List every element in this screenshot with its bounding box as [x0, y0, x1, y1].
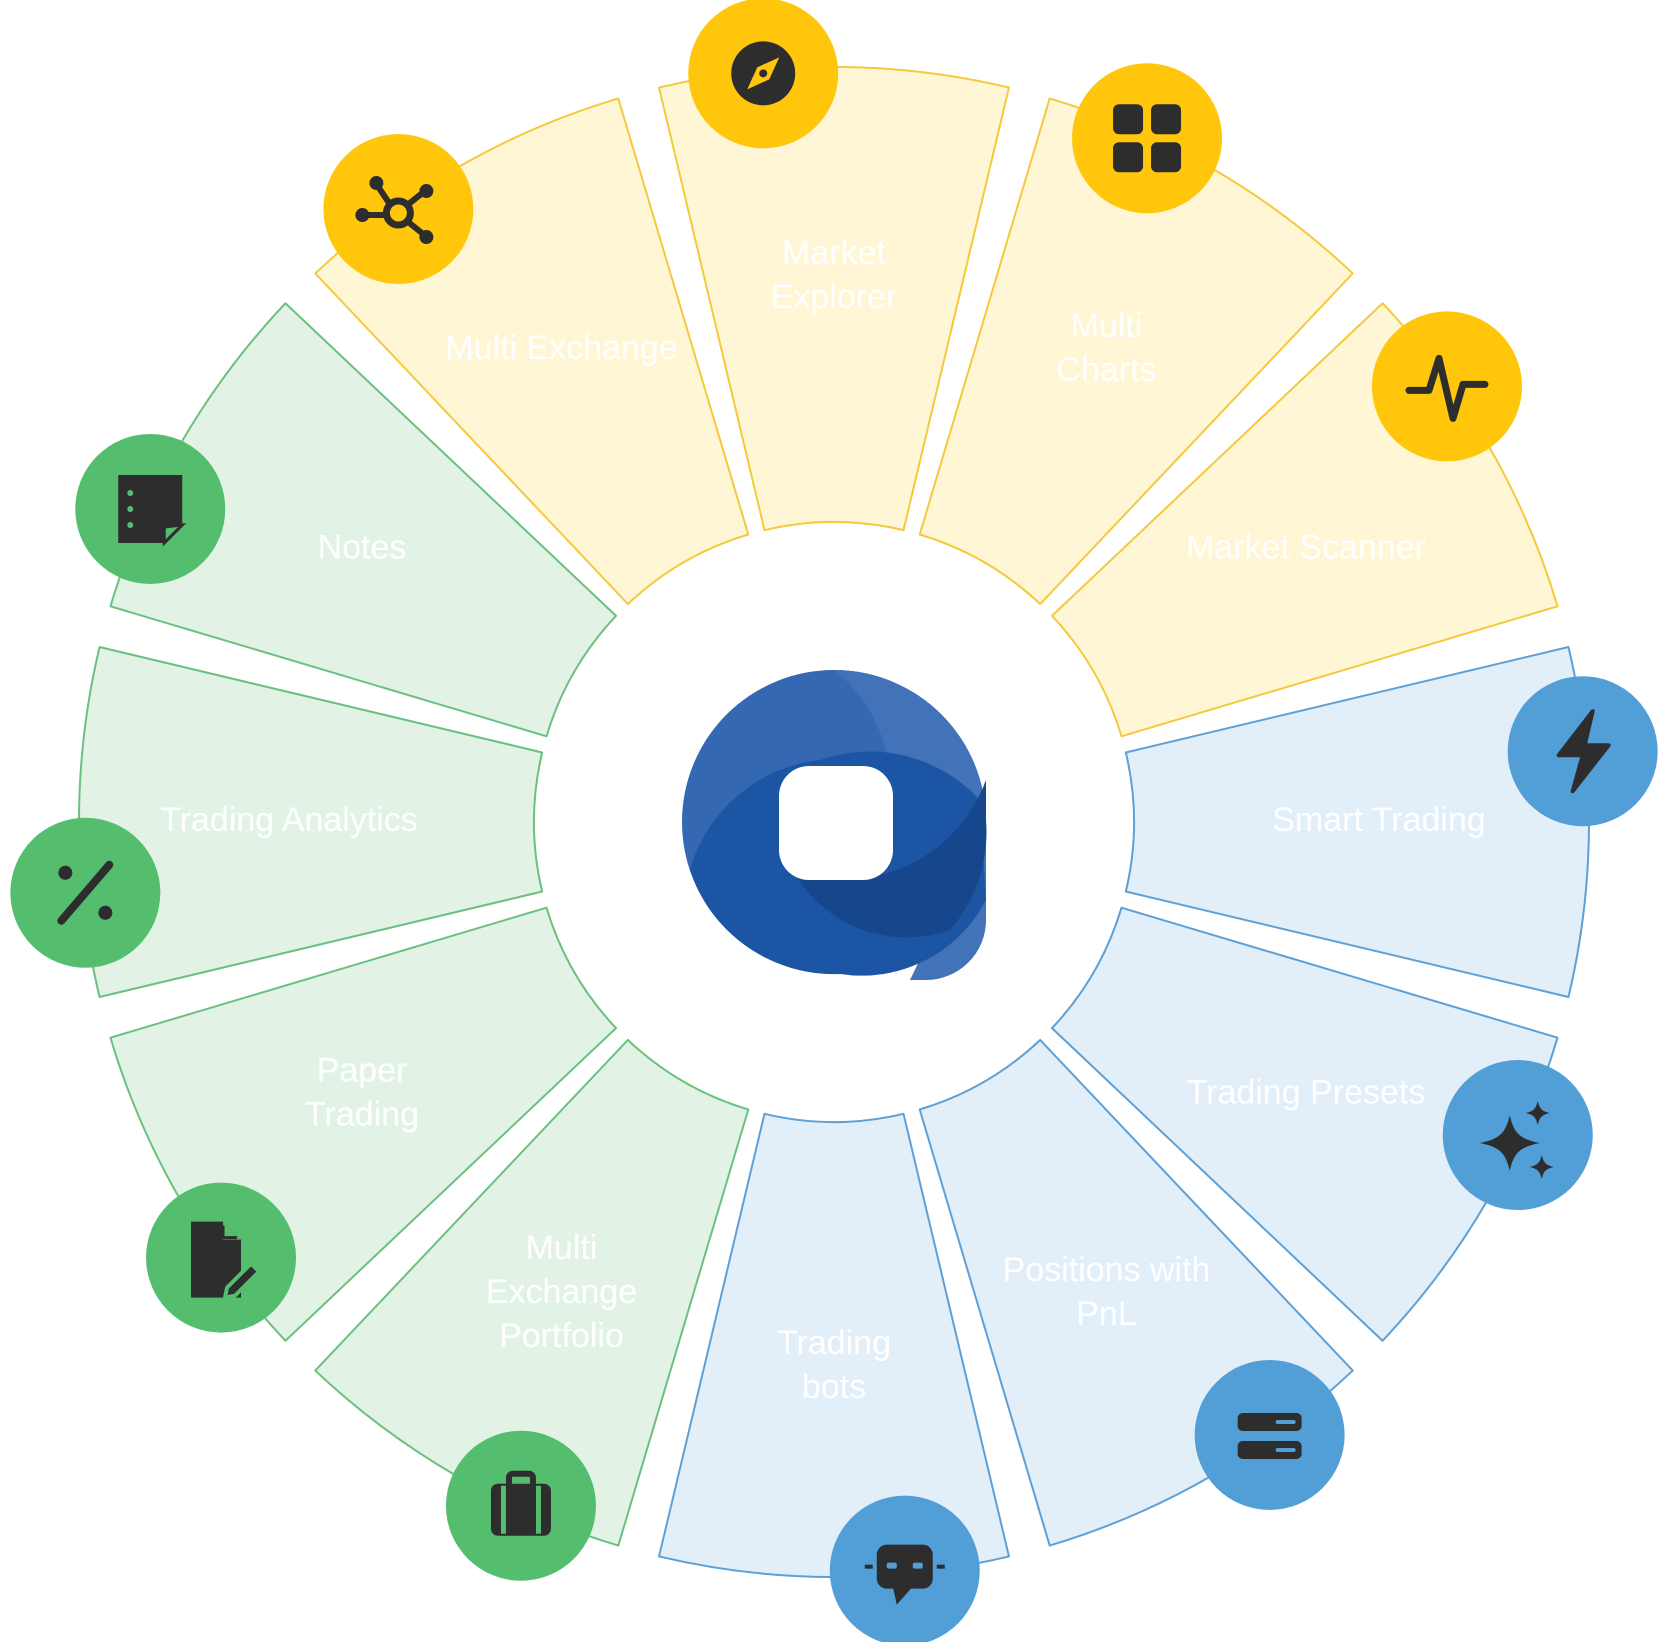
segment-label-line: Exchange — [486, 1273, 637, 1311]
badge-circle — [1072, 63, 1223, 214]
segment-label-line: Paper — [317, 1051, 408, 1089]
badge-market-scanner[interactable] — [1371, 311, 1522, 462]
robot-icon — [864, 1544, 945, 1605]
segment-label-notes: Notes — [318, 528, 407, 566]
badge-trading-presets[interactable] — [1442, 1060, 1593, 1211]
segment-label-line: Trading — [777, 1324, 891, 1362]
center-logo — [682, 670, 987, 980]
badge-market-explorer[interactable] — [688, 0, 839, 149]
pulse-icon — [1405, 354, 1489, 422]
badge-smart-trading[interactable] — [1507, 676, 1658, 827]
badge-multi-exchange-portfolio[interactable] — [445, 1430, 596, 1581]
badge-multi-charts[interactable] — [1072, 63, 1223, 214]
logo-inner-dark — [790, 780, 987, 938]
segment-label-line: Positions with — [1003, 1251, 1211, 1289]
briefcase-icon — [490, 1470, 551, 1536]
segment-label-trading-presets: Trading Presets — [1187, 1073, 1426, 1111]
logo-center-square — [779, 766, 893, 880]
segment-label-line: PnL — [1076, 1295, 1137, 1333]
segment-label-smart-trading: Smart Trading — [1272, 801, 1486, 839]
segment-label-line: Notes — [318, 528, 407, 566]
segment-label-line: Explorer — [771, 278, 898, 316]
segment-label-line: Trading — [305, 1095, 419, 1133]
lightning-icon — [1556, 709, 1611, 794]
sticky-note-icon — [118, 474, 187, 547]
segment-label-trading-bots: Trading bots — [777, 1324, 891, 1406]
stacked-bars-icon — [1237, 1412, 1302, 1459]
segment-label-line: Multi — [1071, 307, 1143, 345]
segment-label-line: Market — [782, 234, 886, 272]
badge-notes[interactable] — [75, 433, 226, 584]
segment-label-multi-exchange: Multi Exchange — [445, 329, 677, 367]
badge-multi-exchange[interactable] — [323, 134, 474, 285]
segment-label-line: Multi Exchange — [445, 329, 677, 367]
segment-label-line: Smart Trading — [1272, 801, 1486, 839]
sparkles-icon — [1479, 1101, 1554, 1180]
logo-right-wave — [834, 670, 986, 978]
document-edit-icon — [191, 1221, 262, 1300]
compass-icon — [731, 41, 796, 106]
badge-circle — [1194, 1359, 1345, 1510]
grid-icon — [1113, 104, 1182, 173]
segment-label-market-scanner: Market Scanner — [1186, 528, 1426, 566]
badge-circle — [323, 134, 474, 285]
badge-paper-trading[interactable] — [146, 1182, 297, 1333]
segment-label-line: Portfolio — [499, 1317, 624, 1355]
segment-label-line: bots — [802, 1368, 866, 1406]
segment-label-line: Charts — [1056, 351, 1156, 389]
badges-layer — [10, 0, 1658, 1642]
segment-label-trading-analytics: Trading Analytics — [160, 801, 418, 839]
segment-label-line: Market Scanner — [1186, 528, 1426, 566]
segment-label-line: Trading Presets — [1187, 1073, 1426, 1111]
badge-trading-analytics[interactable] — [10, 817, 161, 968]
segment-label-line: Multi — [526, 1229, 598, 1267]
segment-label-line: Trading Analytics — [160, 801, 418, 839]
hub-icon — [355, 176, 434, 245]
badge-positions-with-pnl[interactable] — [1194, 1359, 1345, 1510]
percent-icon — [57, 860, 114, 925]
badge-trading-bots[interactable] — [829, 1495, 980, 1642]
